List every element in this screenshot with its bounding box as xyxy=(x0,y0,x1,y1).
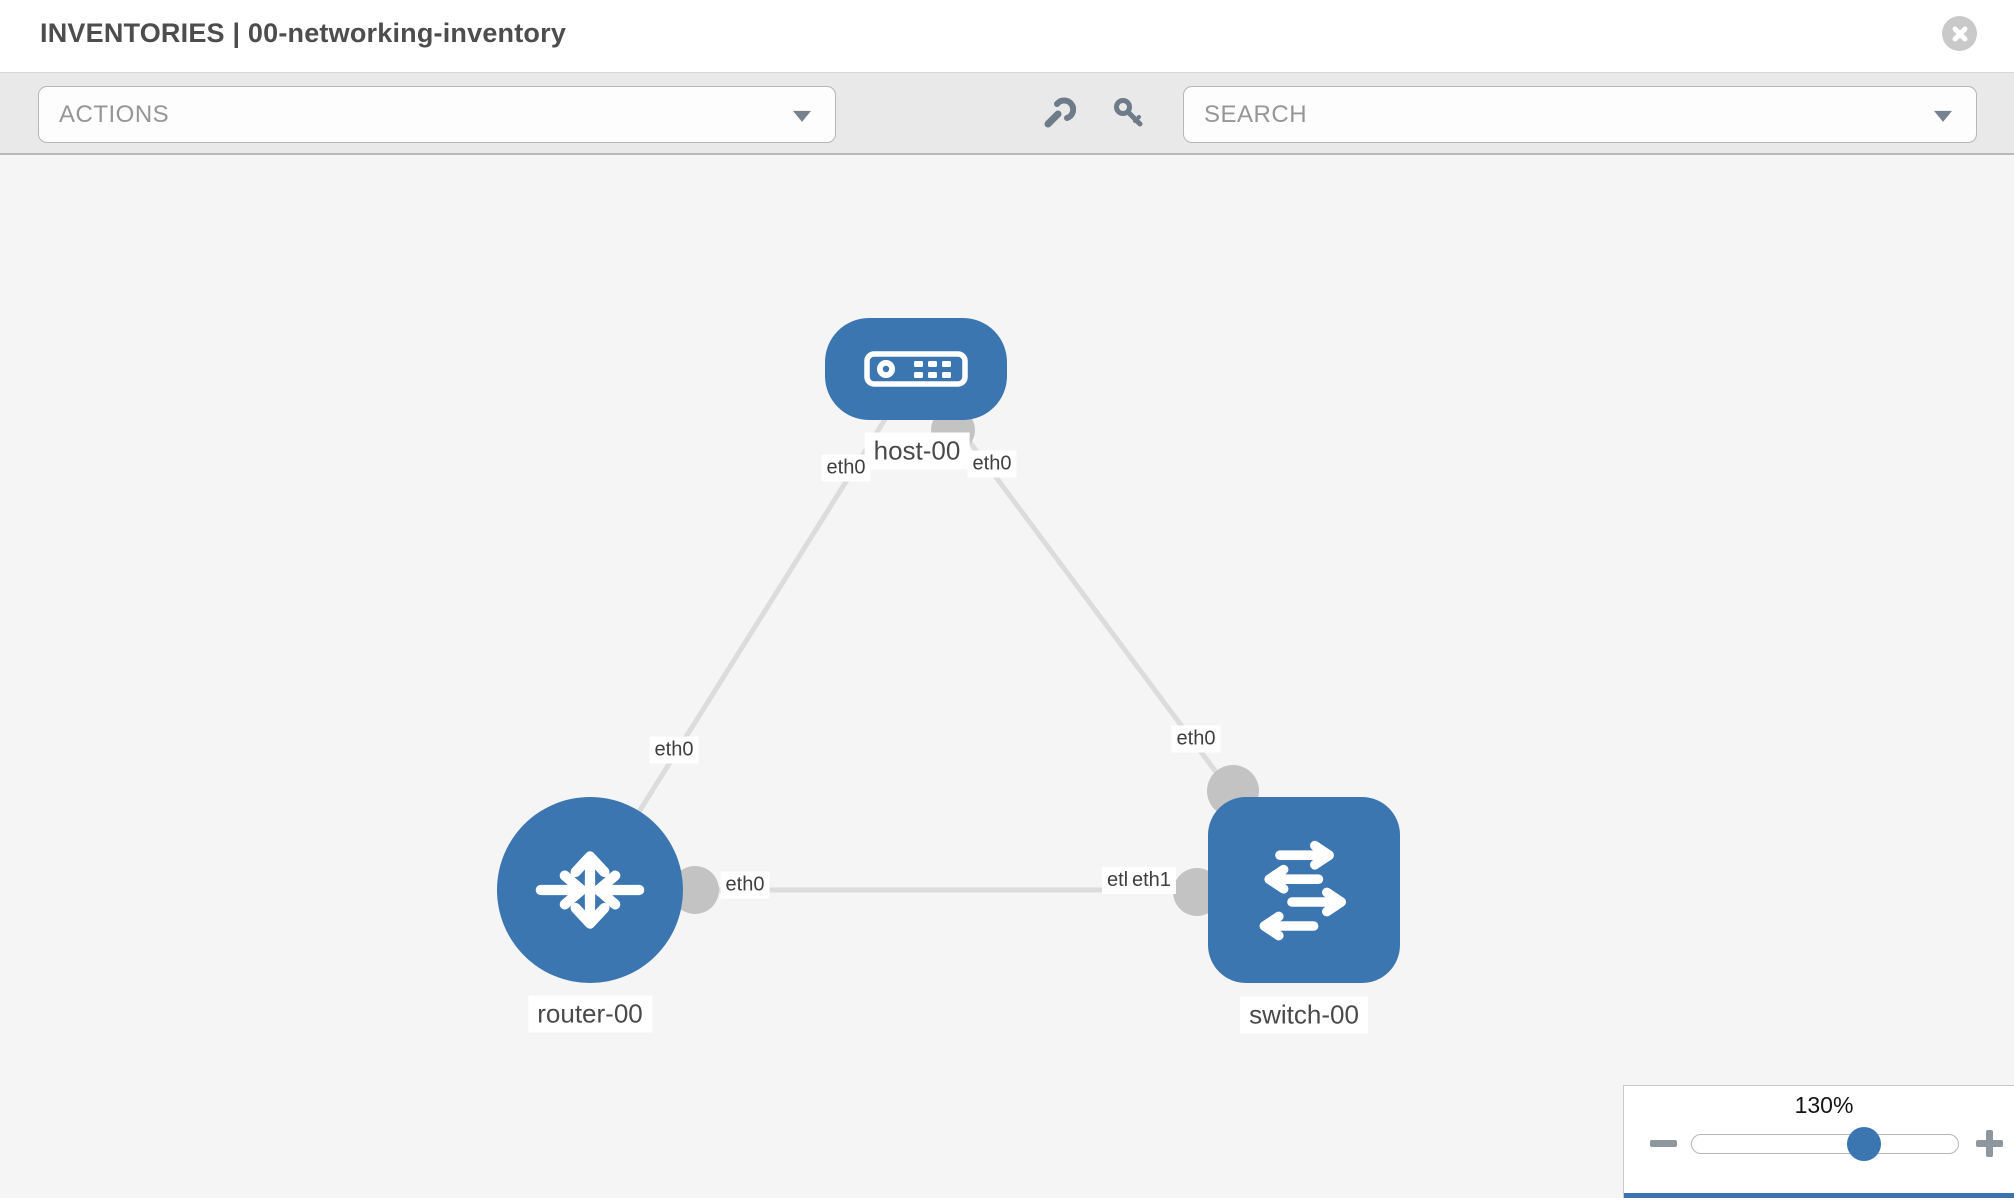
zoom-level-text: 130% xyxy=(1794,1092,1854,1118)
header: INVENTORIES | 00-networking-inventory xyxy=(0,0,2014,72)
zoom-panel-footer-strip xyxy=(1624,1193,2014,1198)
actions-dropdown-label: ACTIONS xyxy=(59,100,170,128)
topology-links xyxy=(587,368,1307,893)
zoom-out-button[interactable] xyxy=(1650,1140,1677,1147)
key-icon[interactable] xyxy=(1110,95,1146,131)
node-switch-00[interactable] xyxy=(1208,797,1400,983)
iface-label: eth0 xyxy=(1171,725,1221,753)
toolbar: ACTIONS SEARCH xyxy=(0,72,2014,155)
iface-label: eth1 xyxy=(1127,867,1176,894)
close-icon[interactable] xyxy=(1942,16,1977,51)
page-title: INVENTORIES | 00-networking-inventory xyxy=(40,18,567,48)
chevron-down-icon xyxy=(1934,110,1952,122)
node-label-host: host-00 xyxy=(864,432,970,470)
iface-label: eth0 xyxy=(720,871,770,899)
node-router-00[interactable] xyxy=(497,797,683,983)
iface-label: eth0 xyxy=(967,450,1017,478)
node-host-00[interactable] xyxy=(825,318,1007,420)
actions-dropdown[interactable]: ACTIONS xyxy=(38,86,836,143)
node-label-switch: switch-00 xyxy=(1240,996,1368,1034)
zoom-in-button[interactable] xyxy=(1976,1130,2003,1157)
search-dropdown[interactable]: SEARCH xyxy=(1183,86,1977,143)
zoom-slider-track[interactable] xyxy=(1691,1134,1959,1154)
router-icon xyxy=(535,851,645,929)
zoom-slider-thumb[interactable] xyxy=(1847,1127,1881,1161)
switch-icon xyxy=(1259,840,1346,941)
iface-label: eth0 xyxy=(821,454,871,482)
iface-label: eth0 xyxy=(649,736,699,764)
toolbar-icons xyxy=(1040,73,1146,153)
search-placeholder: SEARCH xyxy=(1204,100,1308,128)
chevron-down-icon xyxy=(793,110,811,122)
topology-canvas[interactable]: host-00 router-00 switch-00 eth0 eth0 et… xyxy=(0,155,2014,1198)
node-label-router: router-00 xyxy=(528,995,652,1033)
wrench-icon[interactable] xyxy=(1040,95,1076,131)
zoom-panel: 130% xyxy=(1623,1085,2014,1198)
host-icon xyxy=(864,351,968,387)
